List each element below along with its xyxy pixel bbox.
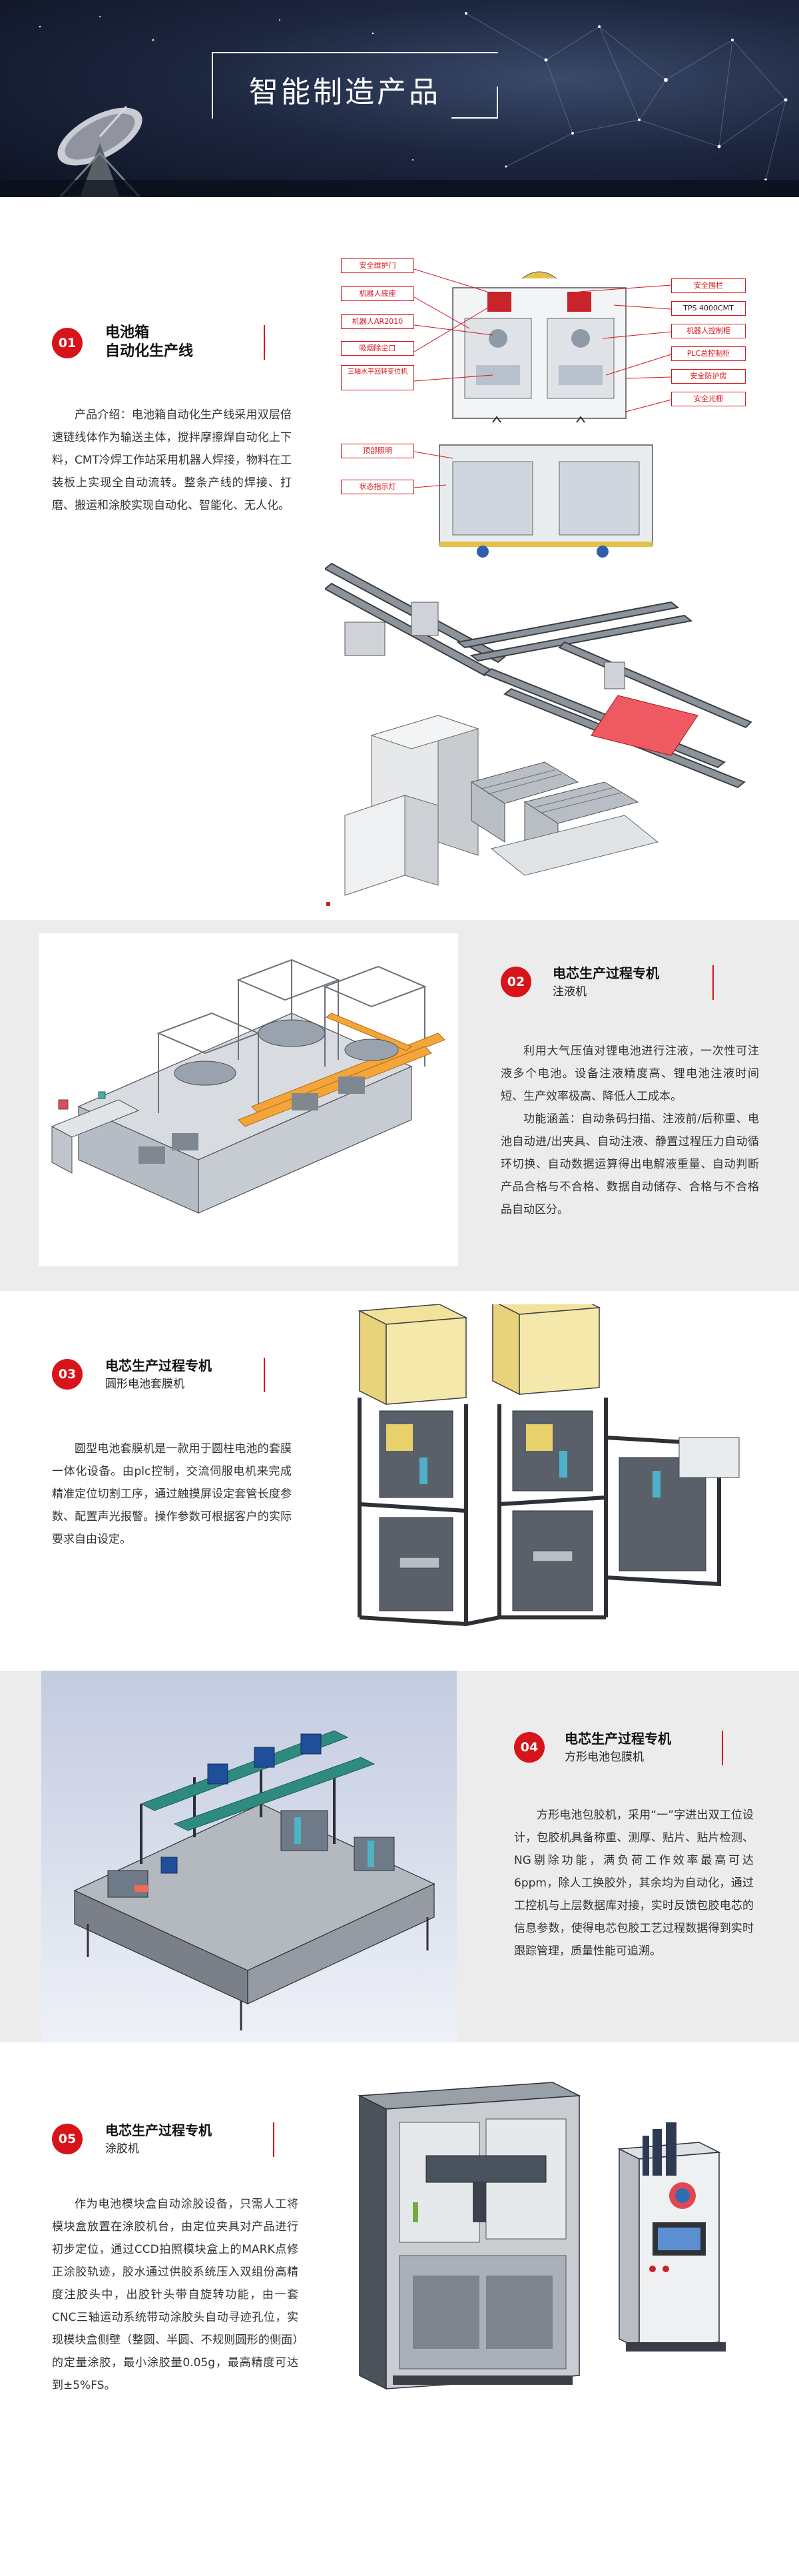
diagram-label: PLC总控制柜 (671, 346, 746, 361)
banner: 智能制造产品 (0, 0, 799, 197)
description-paragraph: 功能涵盖：自动条码扫描、注液前/后称重、电池自动进/出夹具、自动注液、静置过程压… (501, 1112, 759, 1216)
product-title-line1: 电芯生产过程专机 (105, 2122, 212, 2138)
product-title-line1: 电芯生产过程专机 (565, 1731, 671, 1747)
diagram-labels-left: 安全维护门 机器人底座 机器人AR2010 吸烟除尘口 三轴水平回转变位机 (341, 258, 414, 390)
section-number-badge: 02 (501, 967, 531, 997)
product-section-03: 03 电芯生产过程专机 圆形电池套膜机 圆型电池套膜机是一款用于圆柱电池的套膜一… (0, 1291, 799, 1671)
section-number-badge: 01 (52, 328, 83, 358)
section-number-badge: 04 (514, 1732, 545, 1763)
diagram-label: 三轴水平回转变位机 (341, 365, 414, 390)
diagram-label: 顶部照明 (341, 444, 414, 458)
product-description: 圆型电池套膜机是一款用于圆柱电池的套膜一体化设备。由plc控制，交流伺服电机来完… (52, 1438, 292, 1551)
film-wrapping-machine-render (340, 1304, 759, 1661)
description-text: 产品介绍：电池箱自动化生产线采用双层倍速链线体作为输送主体，搅拌摩擦焊自动化上下… (52, 408, 292, 512)
production-line-render (325, 562, 758, 915)
product-section-02: 02 电芯生产过程专机 注液机 利用大气压值对锂电池进行注液，一次性可注液多个电… (0, 920, 799, 1291)
description-text: 方形电池包胶机，采用“一”字进出双工位设计，包胶机具备称重、测厚、贴片、贴片检测… (514, 1809, 754, 1958)
product-description: 作为电池模块盒自动涂胶设备，只需人工将模块盒放置在涂胶机台，由定位夹具对产品进行… (52, 2193, 298, 2397)
starfield-background (0, 12, 799, 197)
description-paragraph: 利用大气压值对锂电池进行注液，一次性可注液多个电池。设备注液精度高、锂电池注液时… (501, 1045, 759, 1103)
title-accent-bar (264, 325, 265, 360)
diagram-labels-lower: 顶部照明 状态指示灯 (341, 444, 414, 494)
title-accent-bar (273, 2122, 274, 2157)
diagram-label: 安全防护房 (671, 369, 746, 384)
product-title: 电芯生产过程专机 注液机 (553, 964, 659, 1001)
product-title-line2: 圆形电池套膜机 (105, 1378, 184, 1391)
description-text: 作为电池模块盒自动涂胶设备，只需人工将模块盒放置在涂胶机台，由定位夹具对产品进行… (52, 2198, 298, 2392)
product-title-line1: 电池箱 (105, 324, 150, 341)
diagram-label: 安全光栅 (671, 392, 746, 406)
description-text: 圆型电池套膜机是一款用于圆柱电池的套膜一体化设备。由plc控制，交流伺服电机来完… (52, 1442, 292, 1546)
product-title: 电芯生产过程专机 方形电池包膜机 (565, 1729, 671, 1767)
banner-title-frame: 智能制造产品 (212, 52, 498, 119)
product-description: 产品介绍：电池箱自动化生产线采用双层倍速链线体作为输送主体，搅拌摩擦焊自动化上下… (52, 404, 292, 517)
product-title: 电芯生产过程专机 圆形电池套膜机 (105, 1356, 212, 1394)
product-section-04: 04 电芯生产过程专机 方形电池包膜机 方形电池包胶机，采用“一”字进出双工位设… (0, 1671, 799, 2042)
square-battery-wrapping-machine-render (41, 1671, 457, 2042)
title-accent-bar (264, 1358, 265, 1392)
injection-machine-render (39, 933, 458, 1266)
product-title-line1: 电芯生产过程专机 (553, 965, 659, 981)
diagram-label: 机器人底座 (341, 286, 414, 301)
diagram-labels-right: 安全围栏 TPS 4000CMT 机器人控制柜 PLC总控制柜 安全防护房 安全… (671, 278, 746, 406)
diagram-label: 状态指示灯 (341, 480, 414, 494)
title-accent-bar (722, 1731, 723, 1765)
product-title-line2: 涂胶机 (105, 2142, 139, 2156)
product-title-line2: 自动化生产线 (105, 343, 194, 360)
diagram-label: 机器人AR2010 (341, 314, 414, 329)
product-description: 方形电池包胶机，采用“一”字进出双工位设计，包胶机具备称重、测厚、贴片、贴片检测… (514, 1804, 754, 1962)
diagram-label: 安全围栏 (671, 278, 746, 293)
product-title: 电池箱 自动化生产线 (105, 324, 193, 361)
product-description: 利用大气压值对锂电池进行注液，一次性可注液多个电池。设备注液精度高、锂电池注液时… (501, 1040, 759, 1221)
diagram-label: 吸烟除尘口 (341, 341, 414, 356)
glue-dispensing-machine-render (340, 2042, 759, 2409)
diagram-label: TPS 4000CMT (671, 301, 746, 316)
workstation-layout-diagram: 安全维护门 机器人底座 机器人AR2010 吸烟除尘口 三轴水平回转变位机 安全… (340, 258, 759, 585)
section-number-badge: 03 (52, 1359, 83, 1390)
section-number-badge: 05 (52, 2124, 83, 2154)
diagram-label: 安全维护门 (341, 258, 414, 273)
product-title: 电芯生产过程专机 涂胶机 (105, 2121, 212, 2158)
diagram-label: 机器人控制柜 (671, 324, 746, 338)
product-title-line1: 电芯生产过程专机 (105, 1358, 212, 1374)
product-section-05: 05 电芯生产过程专机 涂胶机 作为电池模块盒自动涂胶设备，只需人工将模块盒放置… (0, 2042, 799, 2576)
title-accent-bar (712, 965, 714, 1000)
product-title-line2: 方形电池包膜机 (565, 1751, 644, 1764)
banner-title: 智能制造产品 (249, 75, 441, 109)
product-section-01: 01 电池箱 自动化生产线 产品介绍：电池箱自动化生产线采用双层倍速链线体作为输… (0, 197, 799, 920)
product-title-line2: 注液机 (553, 985, 587, 999)
